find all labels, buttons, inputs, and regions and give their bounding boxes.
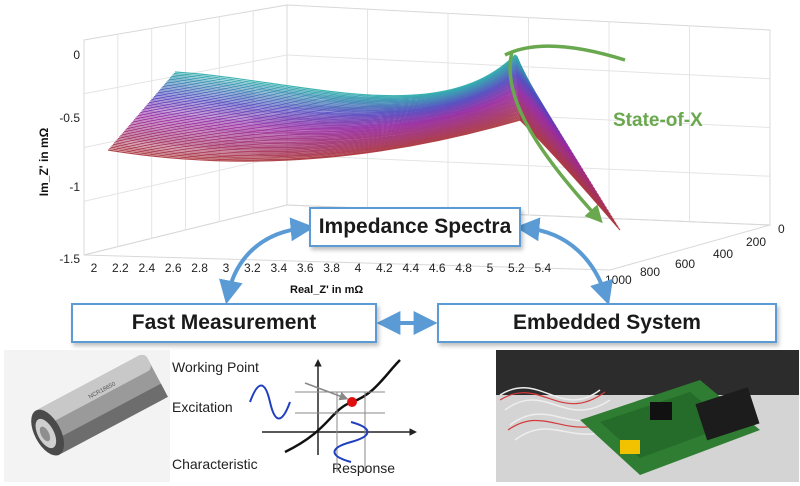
x-tick-label: 4.2 bbox=[376, 261, 393, 275]
x-tick-label: 3.4 bbox=[270, 261, 287, 275]
x-tick-label: 5.2 bbox=[508, 261, 525, 275]
x-tick-label: 4.6 bbox=[429, 261, 446, 275]
x-tick-label: 2.2 bbox=[112, 261, 129, 275]
x-tick-label: 5.4 bbox=[534, 261, 551, 275]
state-of-x-label: State-of-X bbox=[613, 110, 703, 131]
x-axis-label: Real_Z' in mΩ bbox=[290, 284, 363, 296]
arrow-impedance-to-fast bbox=[219, 217, 315, 305]
battery-illustration: NCR18650 bbox=[4, 350, 170, 482]
z-tick-label: -1 bbox=[69, 180, 80, 194]
flow-arrows bbox=[219, 217, 613, 335]
characteristic-label: Characteristic bbox=[172, 456, 258, 472]
impedance-spectra-surface bbox=[107, 54, 621, 231]
x-tick-label: 2.4 bbox=[138, 261, 155, 275]
z-axis-ticks: 0 -0.5 -1 -1.5 bbox=[59, 48, 80, 266]
response-label: Response bbox=[332, 460, 395, 476]
impedance-spectra-box: Impedance Spectra bbox=[309, 207, 521, 247]
working-point-dot bbox=[347, 397, 357, 407]
state-of-x-trajectory bbox=[504, 44, 626, 224]
z-axis-label: Im_Z' in mΩ bbox=[37, 127, 51, 196]
embedded-board-photo bbox=[496, 350, 799, 482]
fast-measurement-box: Fast Measurement bbox=[71, 303, 377, 343]
working-point-label: Working Point bbox=[172, 359, 259, 375]
x-tick-label: 4.8 bbox=[455, 261, 472, 275]
x-tick-label: 2.6 bbox=[165, 261, 182, 275]
excitation-label: Excitation bbox=[172, 399, 233, 415]
impedance-spectra-label: Impedance Spectra bbox=[318, 215, 512, 238]
x-tick-label: 2 bbox=[91, 261, 98, 275]
x-tick-label: 5 bbox=[487, 261, 494, 275]
x-axis-ticks: 2 2.2 2.4 2.6 2.8 3 3.2 3.4 3.6 3.8 4 4.2 4.4 4.6 4.8 5… bbox=[91, 261, 552, 275]
y-tick-label: 600 bbox=[675, 257, 695, 271]
y-tick-label: 400 bbox=[713, 247, 733, 261]
embedded-system-label: Embedded System bbox=[513, 311, 701, 334]
x-tick-label: 3.8 bbox=[323, 261, 340, 275]
z-tick-label: 0 bbox=[73, 48, 80, 62]
x-tick-label: 3.6 bbox=[297, 261, 314, 275]
y-tick-label: 1000 bbox=[605, 273, 632, 287]
arrow-impedance-to-embedded bbox=[515, 217, 613, 306]
y-tick-label: 0 bbox=[778, 222, 785, 236]
y-tick-label: 800 bbox=[640, 265, 660, 279]
x-tick-label: 3.2 bbox=[244, 261, 261, 275]
x-tick-label: 4 bbox=[355, 261, 362, 275]
characteristic-diagram: Working Point Excitation Characteristic … bbox=[172, 359, 417, 476]
x-tick-label: 2.8 bbox=[191, 261, 208, 275]
fast-measurement-label: Fast Measurement bbox=[131, 311, 317, 334]
x-tick-label: 3 bbox=[223, 261, 230, 275]
y-axis-ticks: 0 200 400 600 800 1000 bbox=[605, 222, 785, 287]
z-tick-label: -0.5 bbox=[59, 111, 80, 125]
embedded-system-box: Embedded System bbox=[437, 303, 777, 343]
y-tick-label: 200 bbox=[746, 235, 766, 249]
x-tick-label: 4.4 bbox=[402, 261, 419, 275]
z-tick-label: -1.5 bbox=[59, 252, 80, 266]
